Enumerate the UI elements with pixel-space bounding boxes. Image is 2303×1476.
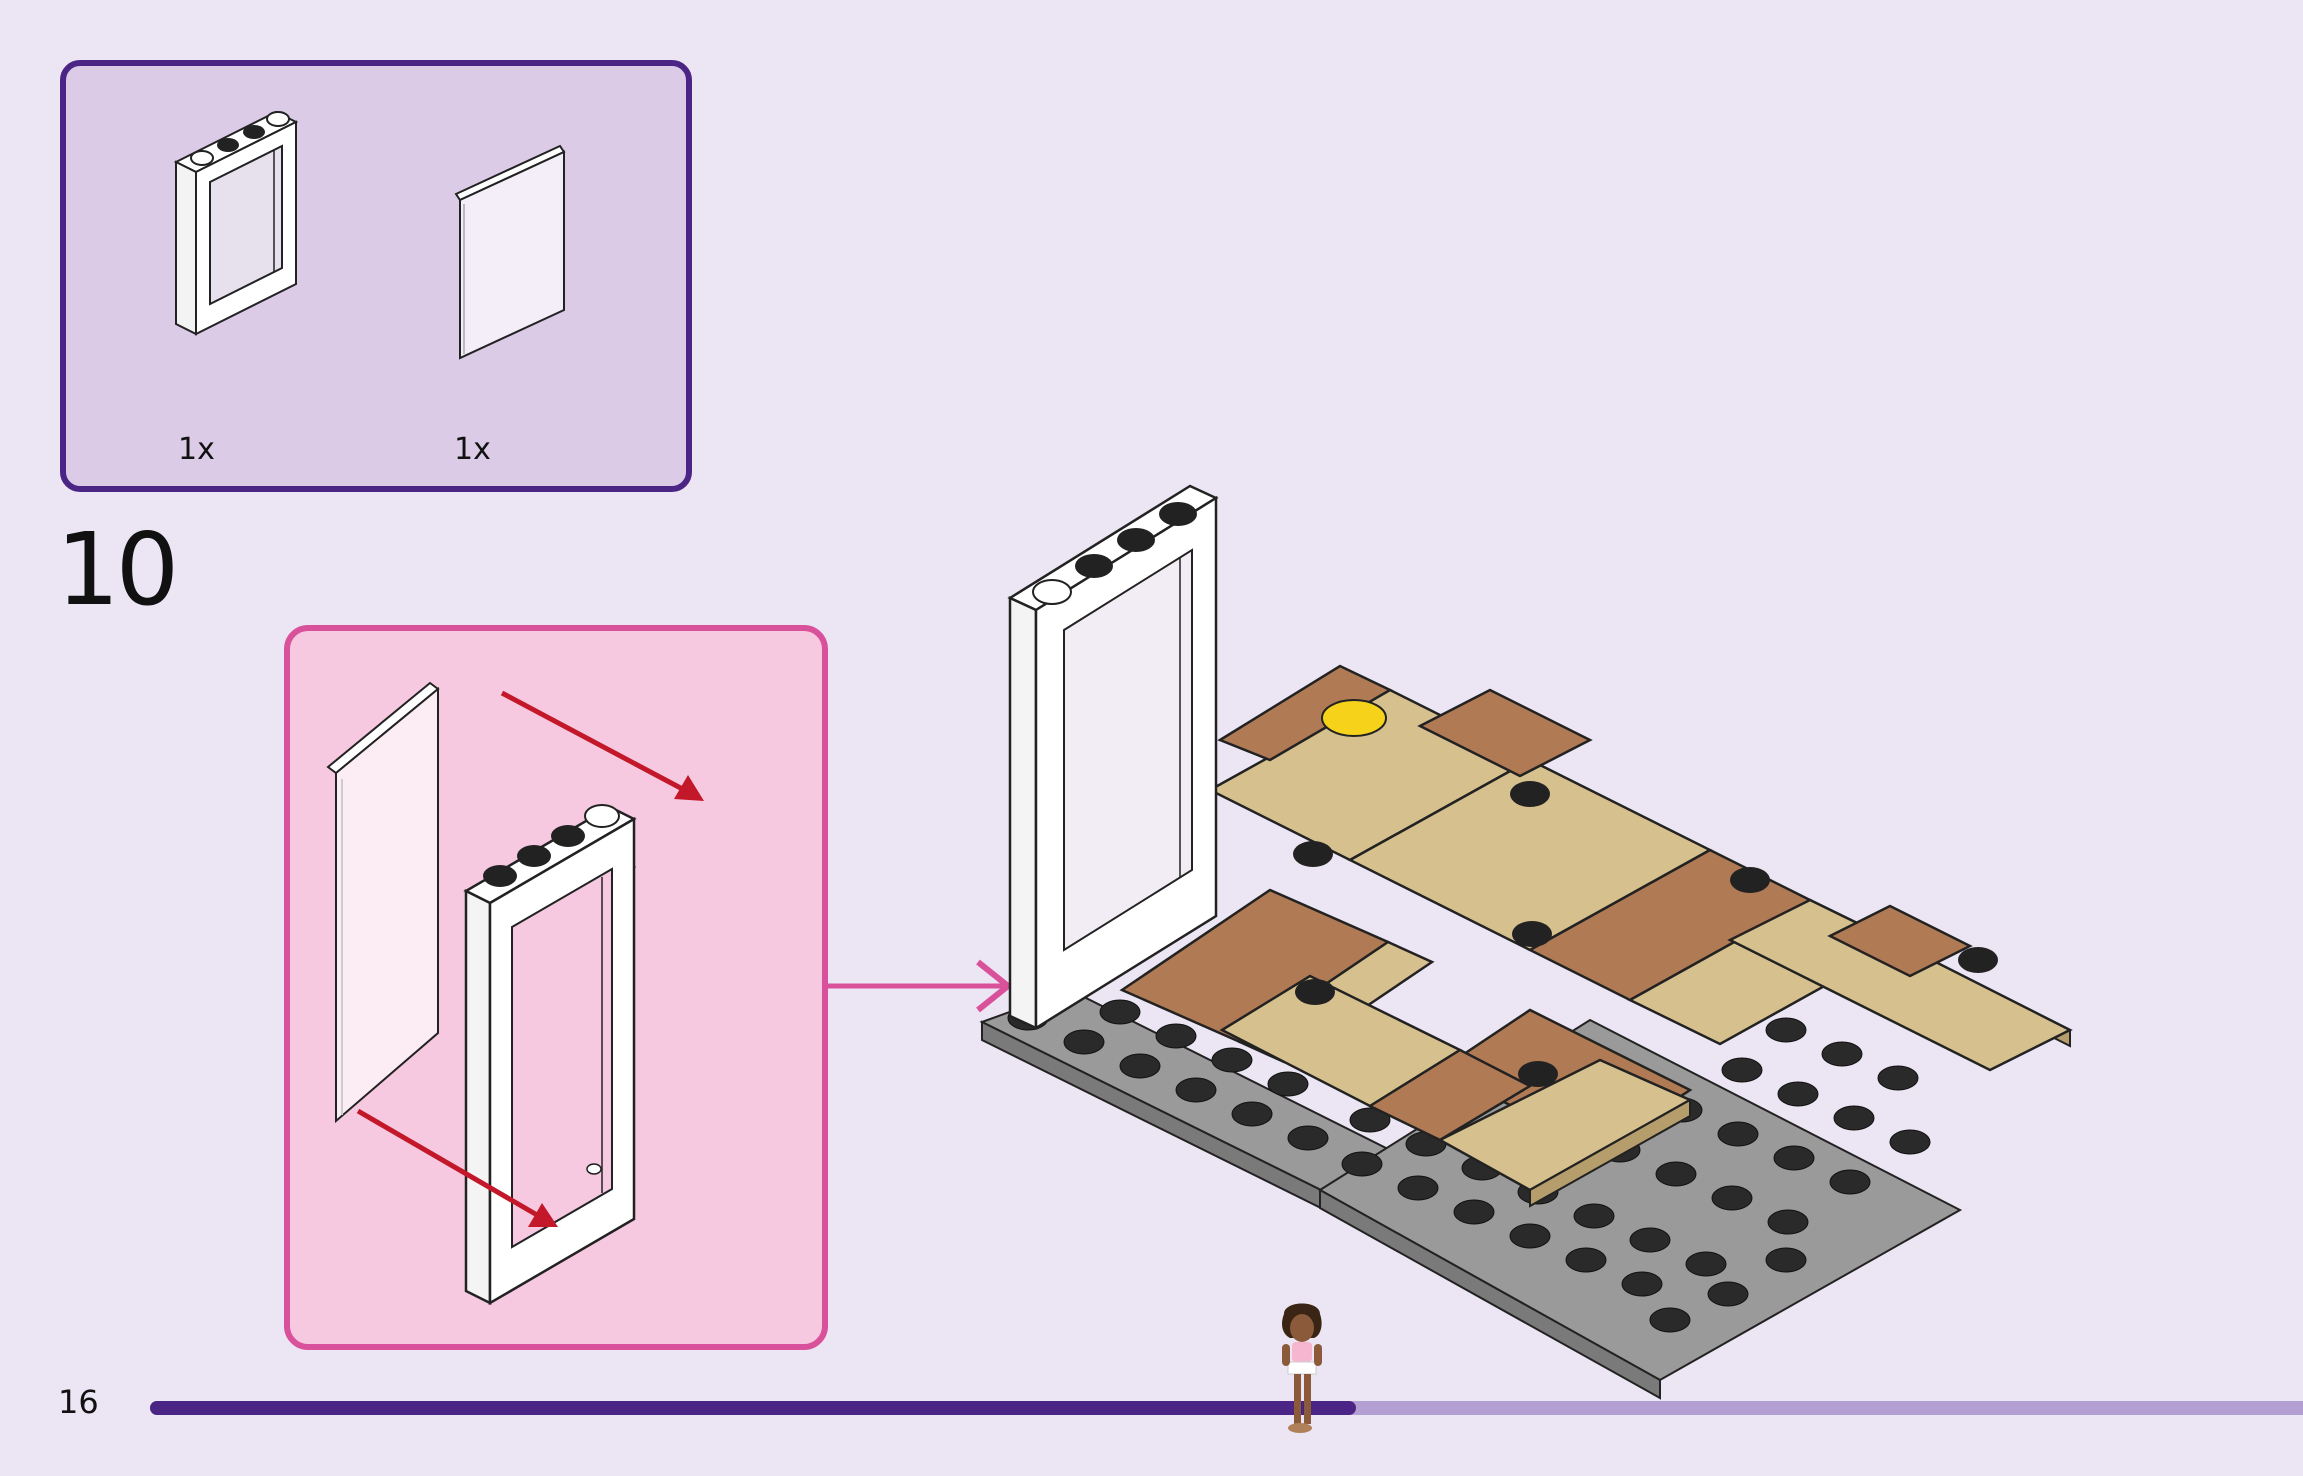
page-number: 16: [58, 1383, 99, 1421]
main-build-illustration: [970, 470, 2080, 1340]
subassembly-illustration: [290, 631, 834, 1356]
parts-list-box: 1x 1x: [60, 60, 692, 492]
assembly-arrow-top: [502, 693, 704, 801]
window-frame-icon: [166, 102, 306, 342]
subassembly-box: [284, 625, 828, 1350]
step-number: 10: [56, 520, 175, 620]
yellow-stud-icon: [1322, 700, 1386, 736]
window-frame-subassembly-icon: [466, 805, 634, 1303]
window-glass-icon: [446, 146, 586, 346]
part-quantity-frame: 1x: [178, 432, 215, 467]
progress-fill: [150, 1401, 1356, 1415]
progress-bar: [150, 1401, 2303, 1415]
part-quantity-glass: 1x: [454, 432, 491, 467]
minidoll-figure-icon: [1268, 1300, 1338, 1440]
